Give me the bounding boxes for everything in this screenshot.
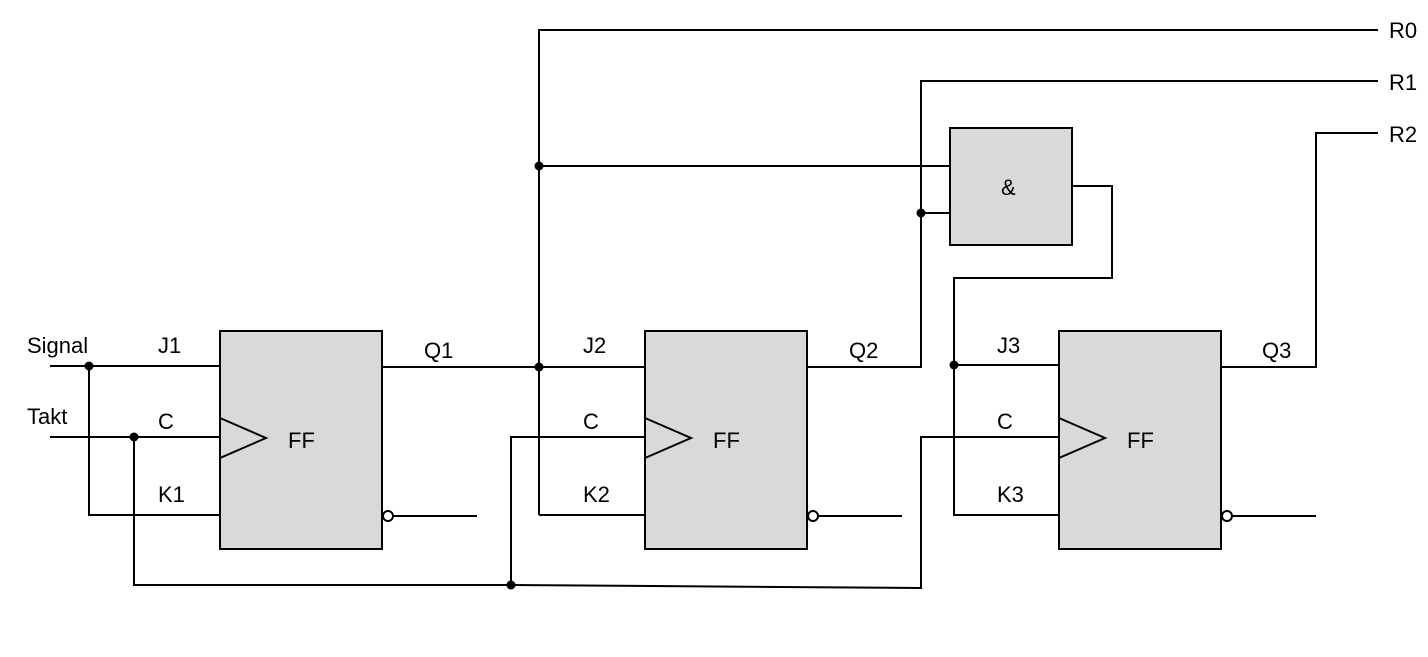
junction-dot: [534, 161, 544, 171]
ff3-k-label: K3: [997, 482, 1024, 507]
ff2-q-label: Q2: [849, 338, 878, 363]
r1-label: R1: [1389, 70, 1417, 95]
junction-dot: [84, 361, 94, 371]
and-gate-label: &: [1001, 175, 1016, 200]
junction-dot: [534, 362, 544, 372]
ff3-j-label: J3: [997, 333, 1020, 358]
ff1-c-label: C: [158, 409, 174, 434]
ff2-j-label: J2: [583, 333, 606, 358]
r0-wire: [538, 29, 1378, 515]
ff1-k-label: K1: [158, 482, 185, 507]
takt-label: Takt: [27, 404, 67, 429]
ff3-q-label: Q3: [1262, 338, 1291, 363]
and-gate-box: [949, 127, 1073, 246]
flipflop-2-box: [644, 330, 808, 550]
ff1-name-label: FF: [288, 428, 315, 453]
ff3-c-label: C: [997, 409, 1013, 434]
ff2-c-label: C: [583, 409, 599, 434]
k1-wire: [88, 366, 220, 516]
ff2-k-label: K2: [583, 482, 610, 507]
junction-dot: [129, 432, 139, 442]
clock-bus-wire: [133, 437, 511, 586]
ff1-j-label: J1: [158, 333, 181, 358]
flipflop-1-box: [219, 330, 383, 550]
and-output-wire: [953, 185, 1113, 516]
r2-wire: [1221, 132, 1378, 368]
ff3-name-label: FF: [1127, 428, 1154, 453]
flipflop-3-box: [1058, 330, 1222, 550]
signal-label: Signal: [27, 333, 88, 358]
r2-label: R2: [1389, 122, 1417, 147]
clock-to-ff2-wire: [510, 436, 645, 585]
r0-label: R0: [1389, 18, 1417, 43]
r1-wire: [807, 80, 1378, 368]
inverter-bubble-3: [1221, 510, 1233, 522]
ff2-name-label: FF: [713, 428, 740, 453]
inverter-bubble-2: [807, 510, 819, 522]
junction-dot: [949, 360, 959, 370]
junction-dot: [916, 208, 926, 218]
inverter-bubble-1: [382, 510, 394, 522]
clock-to-ff3-wire: [510, 436, 1059, 590]
junction-dot: [506, 580, 516, 590]
ff1-q-label: Q1: [424, 338, 453, 363]
